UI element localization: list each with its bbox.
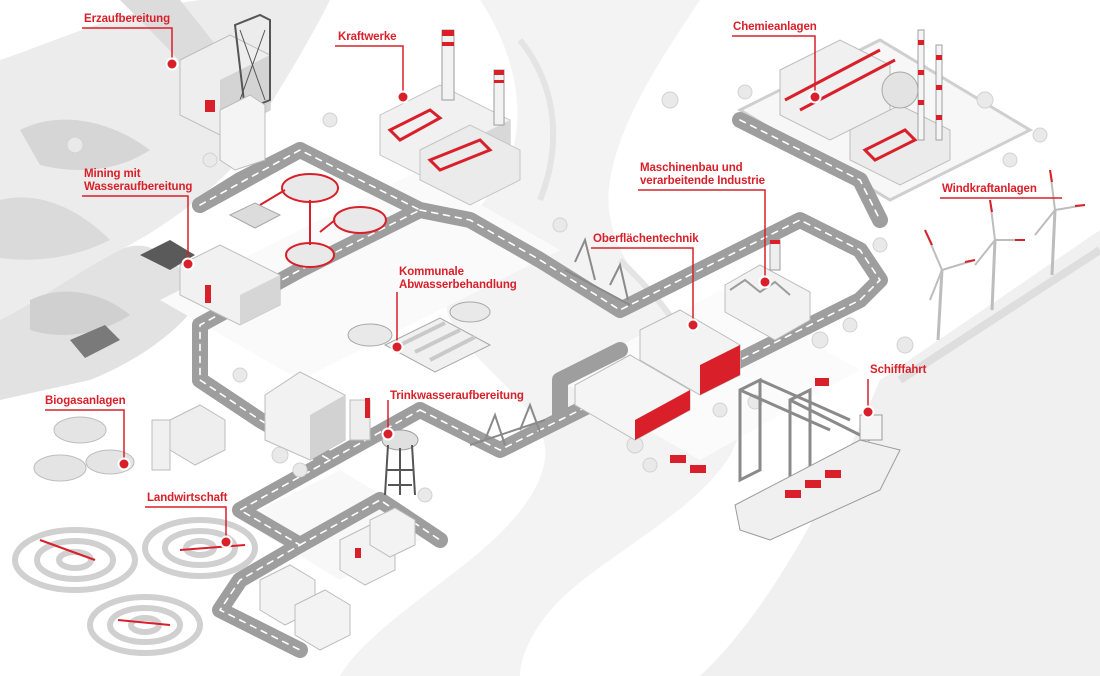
label-chemieanlagen-text: Chemieanlagen	[733, 21, 817, 33]
trees	[66, 84, 1048, 503]
marker-oberflaechentechnik	[686, 318, 700, 332]
marker-maschinenbau	[758, 275, 772, 289]
label-markers	[117, 57, 875, 549]
label-oberflaechentechnik-text: Oberflächentechnik	[593, 233, 699, 245]
biogas-plant	[33, 404, 226, 482]
label-maschinenbau: Maschinenbau und verarbeitende Industrie	[640, 162, 765, 188]
label-landwirtschaft: Landwirtschaft	[147, 492, 227, 505]
label-oberflaechentechnik: Oberflächentechnik	[593, 233, 699, 246]
power-plant	[379, 29, 521, 206]
label-kraftwerke-text: Kraftwerke	[338, 31, 397, 43]
marker-kraftwerke	[396, 90, 410, 104]
bridges	[469, 236, 631, 446]
label-windkraftanlagen: Windkraftanlagen	[942, 183, 1037, 196]
label-mining-line1: Mining mit	[84, 168, 141, 180]
label-windkraftanlagen-text: Windkraftanlagen	[942, 183, 1037, 195]
residential-houses	[259, 507, 416, 651]
label-landwirtschaft-text: Landwirtschaft	[147, 492, 228, 504]
marker-schifffahrt	[861, 405, 875, 419]
mechanical-engineering-plant	[724, 239, 811, 341]
surface-technology-building	[574, 309, 741, 441]
marker-trinkwasser	[381, 427, 395, 441]
label-mining-line2: Wasseraufbereitung	[84, 181, 193, 193]
label-trinkwasser: Trinkwasseraufbereitung	[390, 390, 524, 403]
chemical-plant	[779, 29, 951, 186]
label-kommunale-line1: Kommunale	[399, 266, 464, 278]
label-maschinenbau-line2: verarbeitende Industrie	[640, 175, 765, 187]
marker-landwirtschaft	[219, 535, 233, 549]
municipal-wastewater-plant	[347, 301, 492, 373]
marker-chemieanlagen	[808, 90, 822, 104]
label-biogasanlagen: Biogasanlagen	[45, 395, 126, 408]
label-schifffahrt: Schifffahrt	[870, 364, 927, 377]
label-mining: Mining mit Wasseraufbereitung	[84, 168, 192, 194]
marker-erzaufbereitung	[165, 57, 179, 71]
drinking-water-plant	[264, 371, 419, 496]
label-chemieanlagen: Chemieanlagen	[733, 21, 817, 34]
label-erzaufbereitung-text: Erzaufbereitung	[84, 13, 171, 25]
label-leader-lines	[45, 27, 1062, 540]
ore-processing-plant	[179, 13, 271, 171]
label-erzaufbereitung: Erzaufbereitung	[84, 13, 170, 26]
marker-kommunale	[390, 340, 404, 354]
label-trinkwasser-text: Trinkwasseraufbereitung	[390, 390, 524, 402]
label-kraftwerke: Kraftwerke	[338, 31, 397, 44]
label-maschinenbau-line1: Maschinenbau und	[640, 162, 743, 174]
marker-biogas	[117, 457, 131, 471]
mining-water-treatment	[70, 173, 387, 358]
label-biogasanlagen-text: Biogasanlagen	[45, 395, 126, 407]
wind-turbines	[924, 169, 1086, 341]
label-kommunale: Kommunale Abwasserbehandlung	[399, 266, 517, 292]
label-schifffahrt-text: Schifffahrt	[870, 364, 927, 376]
port-and-ship	[670, 377, 901, 541]
label-kommunale-line2: Abwasserbehandlung	[399, 279, 517, 291]
agriculture-fields	[12, 517, 258, 656]
marker-mining	[181, 257, 195, 271]
